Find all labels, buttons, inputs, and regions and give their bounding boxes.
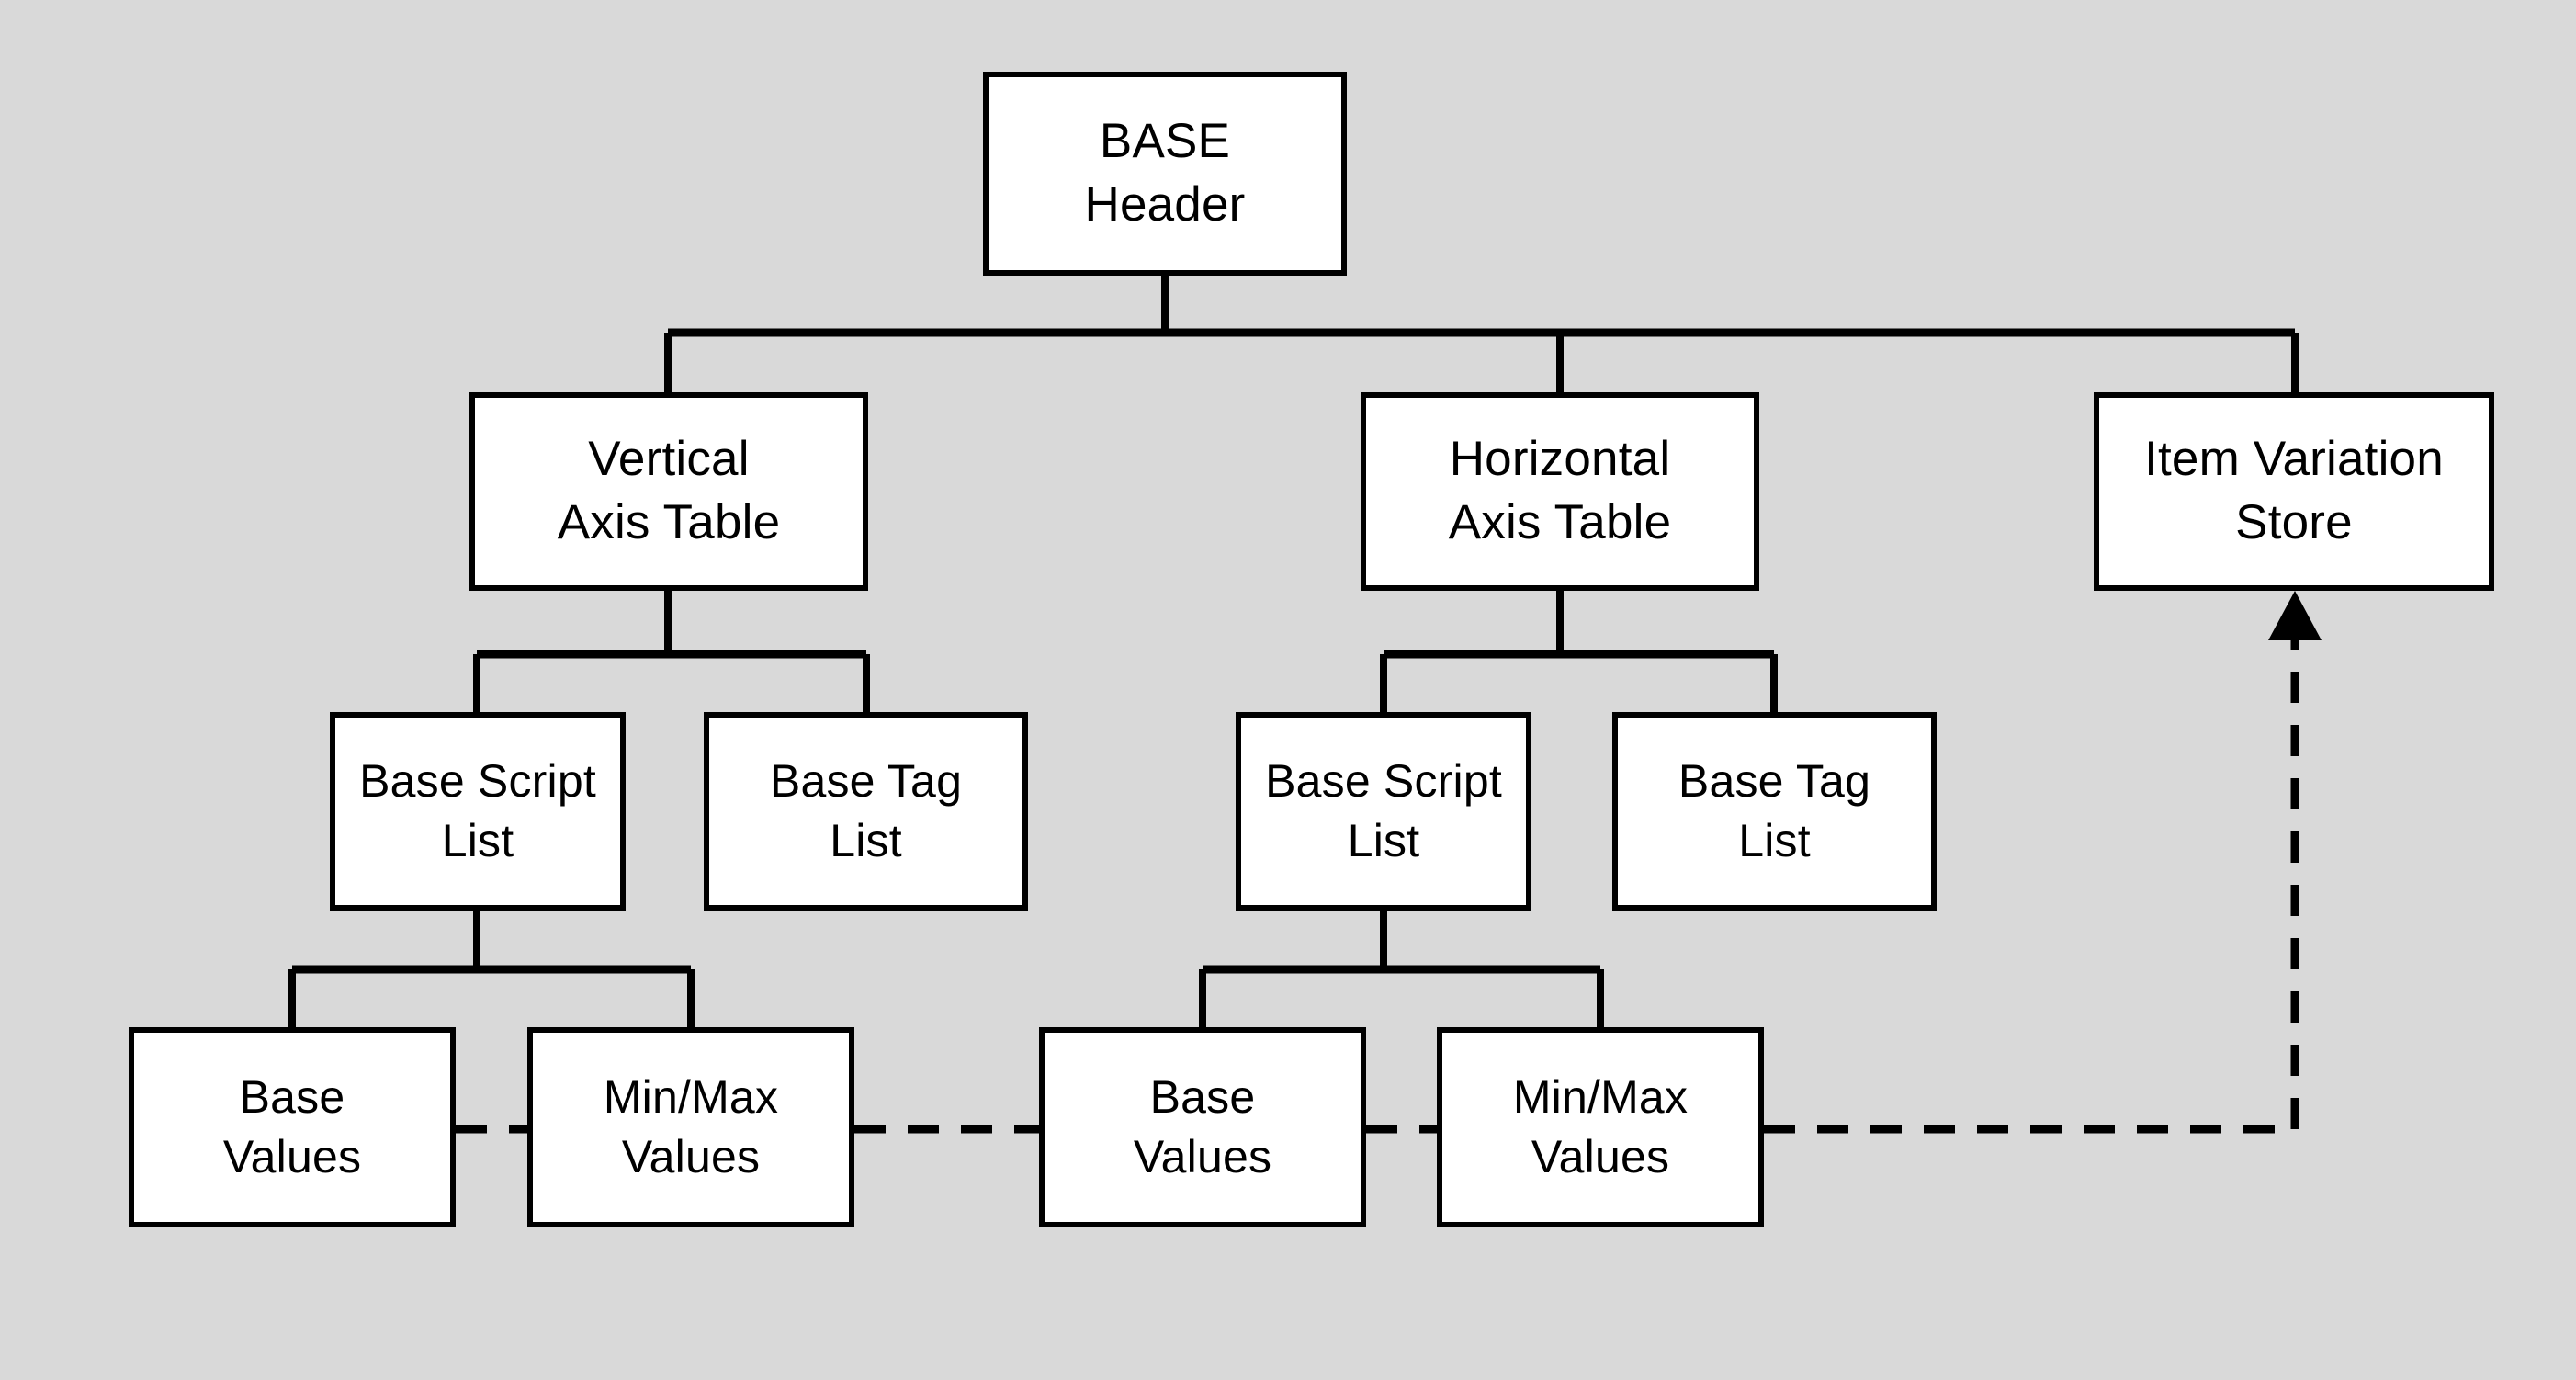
- node-vertical-axis-table-line-1: Vertical: [588, 432, 750, 487]
- node-vertical-base-values[interactable]: Base Values: [129, 1027, 456, 1227]
- node-horizontal-axis-table-line-1: Horizontal: [1449, 432, 1671, 487]
- node-horizontal-axis-table-line-2: Axis Table: [1448, 495, 1672, 549]
- node-vertical-base-script-list-line-2: List: [441, 815, 514, 866]
- node-vertical-base-script-list-line-1: Base Script: [359, 755, 596, 807]
- node-item-variation-store-line-2: Store: [2235, 495, 2353, 549]
- node-vertical-base-script-list[interactable]: Base Script List: [330, 712, 626, 911]
- node-horizontal-base-values-line-2: Values: [1133, 1131, 1272, 1182]
- node-horizontal-base-script-list[interactable]: Base Script List: [1236, 712, 1531, 911]
- node-base-header[interactable]: BASE Header: [983, 72, 1347, 276]
- node-vertical-axis-table-line-2: Axis Table: [557, 495, 781, 549]
- node-vertical-minmax-values-line-2: Values: [621, 1131, 761, 1182]
- node-vertical-base-values-line-1: Base: [239, 1071, 345, 1123]
- node-vertical-base-values-line-2: Values: [222, 1131, 362, 1182]
- node-horizontal-base-tag-list-line-2: List: [1738, 815, 1811, 866]
- node-horizontal-base-script-list-line-2: List: [1347, 815, 1420, 866]
- node-base-header-line-2: Header: [1084, 177, 1246, 232]
- node-horizontal-base-script-list-line-1: Base Script: [1265, 755, 1502, 807]
- node-horizontal-base-values-line-1: Base: [1149, 1071, 1256, 1123]
- node-vertical-base-tag-list[interactable]: Base Tag List: [704, 712, 1028, 911]
- node-item-variation-store-line-1: Item Variation: [2144, 432, 2444, 487]
- node-vertical-base-tag-list-line-1: Base Tag: [769, 755, 963, 807]
- node-vertical-axis-table[interactable]: Vertical Axis Table: [469, 392, 868, 591]
- node-vertical-base-tag-list-line-2: List: [830, 815, 902, 866]
- node-horizontal-axis-table[interactable]: Horizontal Axis Table: [1361, 392, 1759, 591]
- node-horizontal-base-tag-list-line-1: Base Tag: [1678, 755, 1871, 807]
- node-vertical-minmax-values[interactable]: Min/Max Values: [527, 1027, 854, 1227]
- arrow-into-item-variation-store: [2268, 591, 2322, 640]
- node-base-header-line-1: BASE: [1099, 114, 1231, 169]
- node-horizontal-minmax-values-line-1: Min/Max: [1512, 1071, 1689, 1123]
- node-horizontal-base-values[interactable]: Base Values: [1039, 1027, 1366, 1227]
- node-item-variation-store[interactable]: Item Variation Store: [2094, 392, 2494, 591]
- node-horizontal-minmax-values[interactable]: Min/Max Values: [1437, 1027, 1764, 1227]
- node-horizontal-minmax-values-line-2: Values: [1531, 1131, 1670, 1182]
- node-vertical-minmax-values-line-1: Min/Max: [603, 1071, 779, 1123]
- node-horizontal-base-tag-list[interactable]: Base Tag List: [1612, 712, 1937, 911]
